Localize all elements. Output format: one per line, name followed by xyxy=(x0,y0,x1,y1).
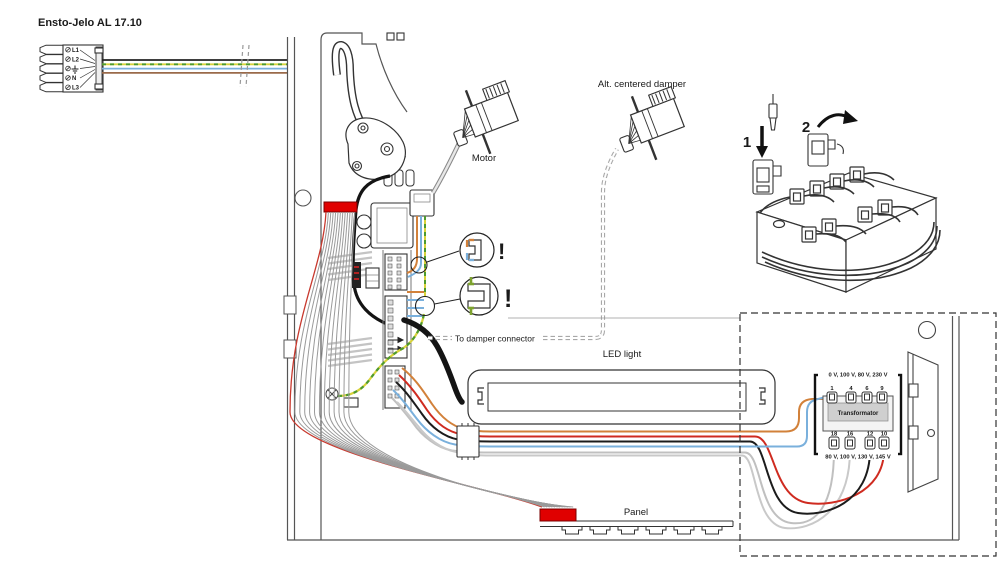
callout-point-2 xyxy=(414,295,436,317)
transformer-detail-box: Transformator 1 4 6 9 18 16 12 xyxy=(813,316,960,540)
alt-damper-label: Alt. centered damper xyxy=(598,79,686,90)
transformer-primary-pins: 1 4 6 9 xyxy=(826,386,888,404)
callout-circle-2 xyxy=(459,276,499,316)
terminal-holder-1 xyxy=(752,159,782,195)
assembly-illustration: 1 2 xyxy=(743,94,941,293)
primary-label-bg xyxy=(818,368,898,378)
relay-box xyxy=(356,202,414,249)
side-component xyxy=(352,262,361,288)
terminal-labels: L1 L2 N L3 xyxy=(65,47,80,92)
callout-circle-1 xyxy=(459,232,495,268)
pin-16: 16 xyxy=(847,432,854,438)
terminal-posts xyxy=(789,166,893,243)
motor-label: Motor xyxy=(472,153,496,164)
terminal-l3: L3 xyxy=(72,86,80,92)
bracket-hole xyxy=(917,320,937,340)
pin-4: 4 xyxy=(849,386,853,392)
callout-1-detail xyxy=(465,238,482,262)
internal-black-cable xyxy=(351,174,405,331)
damper-cable-dashed xyxy=(428,147,619,341)
pin-12: 12 xyxy=(867,432,873,438)
terminal-n: N xyxy=(72,76,76,82)
motor-plug: Motor xyxy=(431,74,529,195)
secondary-label-bg xyxy=(818,450,898,460)
step-1-number: 1 xyxy=(743,134,751,151)
mounting-bracket xyxy=(907,351,939,493)
motor-connector-block xyxy=(409,189,435,217)
terminal-screw-icon xyxy=(65,47,71,90)
panel-red-connector xyxy=(539,508,577,522)
step-2-arrow-icon xyxy=(816,110,858,128)
step-1-arrow-icon xyxy=(756,126,768,158)
pin-9: 9 xyxy=(880,386,884,392)
motor-block-wires xyxy=(406,216,426,297)
detail-box-border xyxy=(739,312,997,557)
spring-arm xyxy=(331,40,407,180)
pin-10: 10 xyxy=(881,432,887,438)
cable-break-mark xyxy=(239,44,250,88)
terminal-l1: L1 xyxy=(72,48,80,54)
panel-label: Panel xyxy=(624,507,648,518)
mains-connector-section: Ensto-Jelo AL 17.10 L1 L2 xyxy=(38,17,287,93)
warning-mark-1: ! xyxy=(498,239,505,264)
wall-clips xyxy=(283,295,297,359)
damper-cable-section: To damper connector xyxy=(401,147,619,405)
inline-connector-block xyxy=(456,425,480,458)
pin-1: 1 xyxy=(830,386,834,392)
panel-strip xyxy=(540,520,734,535)
led-light: LED light xyxy=(467,349,776,425)
led-left-clip xyxy=(477,387,484,405)
callout-2-detail xyxy=(467,277,491,315)
crimp-terminal xyxy=(768,94,778,131)
screw-icon xyxy=(325,387,339,401)
step-2-number: 2 xyxy=(802,119,810,136)
transformer-name: Transformator xyxy=(838,411,879,417)
yellow-green-wire xyxy=(337,313,426,398)
callout-point-1 xyxy=(410,256,428,274)
transformer-secondary-label: 80 V, 100 V, 130 V, 145 V xyxy=(825,455,891,461)
plug-fingers xyxy=(39,44,64,93)
small-connector xyxy=(343,397,359,408)
mains-cable xyxy=(102,59,287,74)
transformer-band xyxy=(827,402,889,422)
transformer-isometric xyxy=(755,166,941,293)
led-right-clip xyxy=(759,387,766,405)
transformer-wires xyxy=(759,172,941,282)
terminal-links xyxy=(79,49,96,88)
damper-cable-black xyxy=(401,317,465,405)
alt-damper-plug: Alt. centered damper xyxy=(598,79,695,171)
vent-slots xyxy=(383,169,415,187)
terminal-l2: L2 xyxy=(72,57,80,63)
to-damper-label: To damper connector xyxy=(455,334,535,344)
ribbon-header-red-connector xyxy=(323,201,358,213)
transformer-secondary-pins: 18 16 12 10 xyxy=(828,432,890,450)
canopy-outline xyxy=(320,32,408,540)
terminal-holder-2 xyxy=(807,133,844,167)
transformer-primary-label: 0 V, 100 V, 80 V, 230 V xyxy=(829,373,888,379)
led-label: LED light xyxy=(603,349,642,360)
wall-hole xyxy=(294,189,312,207)
panel-ribbon-cable: Panel xyxy=(289,211,734,535)
pin-18: 18 xyxy=(831,432,838,438)
diagram-title: Ensto-Jelo AL 17.10 xyxy=(38,17,142,29)
earth-symbol-icon xyxy=(71,65,79,74)
pin-6: 6 xyxy=(865,386,869,392)
warning-mark-2: ! xyxy=(504,285,512,313)
warning-callouts: ! ! xyxy=(410,232,512,317)
